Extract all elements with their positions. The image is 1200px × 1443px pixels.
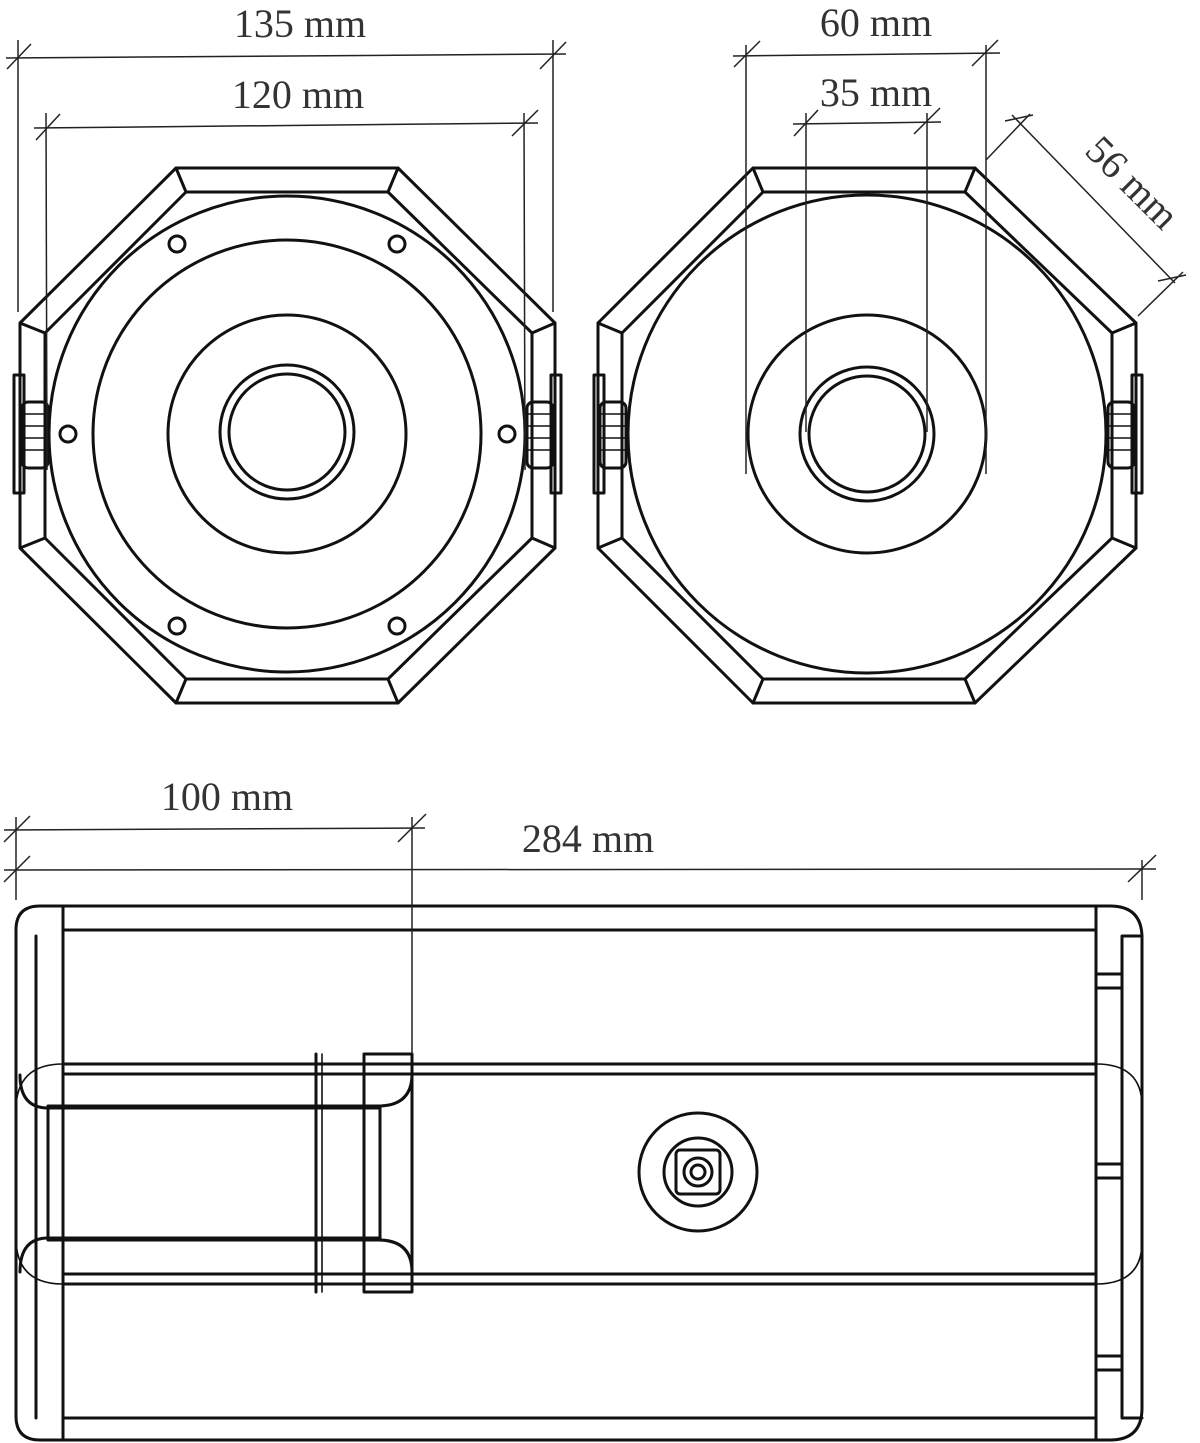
front-lamp-outer	[218, 363, 356, 501]
front-bezel-ring	[47, 194, 527, 674]
front-right-knob-icon	[525, 373, 563, 495]
rear-bevel-lines	[596, 166, 1138, 705]
dimension-135: 135 mm	[5, 1, 567, 312]
front-reflector-ring	[166, 313, 408, 555]
dimension-284: 284 mm	[3, 816, 1157, 900]
rear-octagon-outer	[596, 166, 1138, 705]
screw-icon	[387, 616, 407, 636]
dimension-56: 56 mm	[985, 113, 1188, 317]
dimension-label-60: 60 mm	[820, 0, 932, 45]
dimension-120: 120 mm	[33, 72, 539, 471]
front-view	[12, 166, 563, 705]
dimension-35: 35 mm	[792, 70, 942, 432]
side-body-outline	[14, 904, 1144, 1442]
front-bevel-lines	[18, 166, 557, 705]
rear-housing-ring	[626, 193, 1108, 675]
screw-icon	[167, 616, 187, 636]
screw-icon	[497, 424, 517, 444]
dimension-label-100: 100 mm	[161, 774, 293, 819]
rear-cap-tabs	[1094, 972, 1124, 1372]
rear-plate-ring	[746, 313, 988, 555]
front-octagon-outer	[18, 166, 557, 705]
screw-icon	[387, 234, 407, 254]
mounting-bracket	[18, 1052, 414, 1294]
front-lamp-inner	[227, 372, 347, 492]
dimension-label-120: 120 mm	[232, 72, 364, 117]
screw-icon	[58, 424, 78, 444]
front-lens-ring	[91, 238, 483, 630]
rear-left-knob-icon	[592, 373, 628, 495]
rear-socket-outer	[798, 365, 936, 503]
dimension-label-35: 35 mm	[820, 70, 932, 115]
screw-icon	[167, 234, 187, 254]
dimension-label-135: 135 mm	[234, 1, 366, 46]
power-socket-icon	[637, 1111, 759, 1233]
rear-cap-outline	[1120, 934, 1144, 1420]
rear-view	[592, 166, 1144, 705]
rear-socket-inner	[807, 374, 927, 494]
rear-octagon-inner	[620, 190, 1114, 681]
front-screw-holes	[58, 234, 517, 636]
front-left-knob-icon	[12, 373, 50, 495]
rear-right-knob-icon	[1106, 373, 1144, 495]
side-view	[14, 904, 1144, 1442]
dimension-label-284: 284 mm	[522, 816, 654, 861]
dimension-60: 60 mm	[732, 0, 1001, 474]
dimension-100: 100 mm	[3, 774, 427, 1054]
dimension-label-56: 56 mm	[1077, 127, 1188, 238]
